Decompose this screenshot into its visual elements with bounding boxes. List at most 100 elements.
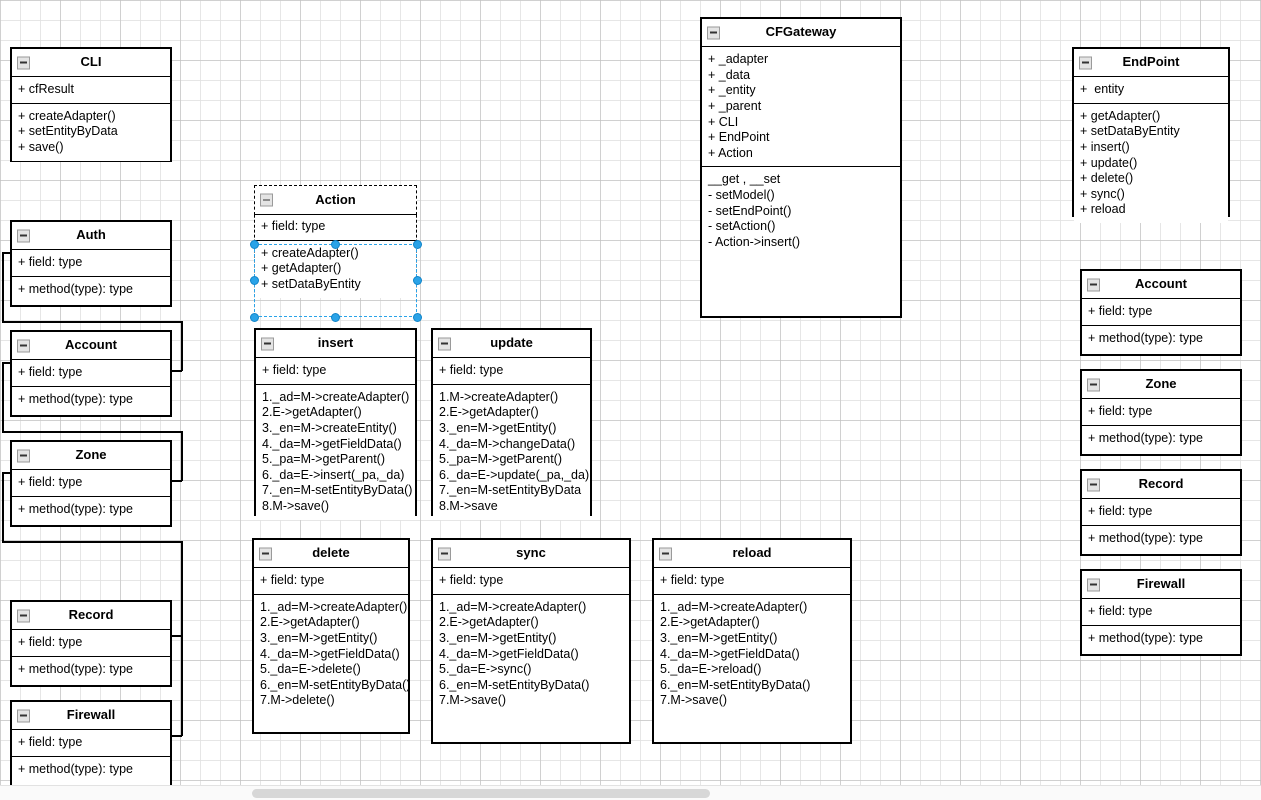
resize-handle-se[interactable] bbox=[412, 312, 422, 322]
methods-compartment[interactable]: + method(type): type bbox=[12, 656, 170, 683]
resize-handle-ne[interactable] bbox=[412, 239, 422, 249]
class-title-bar[interactable]: EndPoint bbox=[1074, 49, 1228, 77]
methods-compartment[interactable]: + createAdapter()+ setEntityByData+ save… bbox=[12, 103, 170, 161]
connector-segment[interactable] bbox=[2, 431, 182, 433]
connector-segment[interactable] bbox=[2, 541, 182, 543]
collapse-minus-icon[interactable] bbox=[17, 609, 30, 622]
resize-handle-nw[interactable] bbox=[249, 239, 259, 249]
methods-compartment[interactable]: 1.M->createAdapter()2.E->getAdapter()3._… bbox=[433, 384, 590, 520]
collapse-minus-icon[interactable] bbox=[1087, 578, 1100, 591]
connector-segment[interactable] bbox=[2, 362, 4, 432]
collapse-minus-icon[interactable] bbox=[17, 339, 30, 352]
attributes-compartment[interactable]: + field: type bbox=[255, 214, 416, 241]
methods-compartment[interactable]: + method(type): type bbox=[1082, 325, 1240, 352]
attributes-compartment[interactable]: + field: type bbox=[654, 568, 850, 595]
uml-class-account-right[interactable]: Account+ field: type+ method(type): type bbox=[1080, 269, 1242, 356]
uml-class-record-left[interactable]: Record+ field: type+ method(type): type bbox=[10, 600, 172, 687]
attributes-compartment[interactable]: + cfResult bbox=[12, 77, 170, 104]
horizontal-scrollbar-track[interactable] bbox=[0, 785, 1261, 800]
attributes-compartment[interactable]: + field: type bbox=[433, 358, 590, 385]
class-title-bar[interactable]: Account bbox=[12, 332, 170, 360]
connector-segment[interactable] bbox=[181, 321, 183, 371]
methods-compartment[interactable]: + createAdapter()+ getAdapter()+ setData… bbox=[255, 240, 416, 298]
attributes-compartment[interactable]: + field: type bbox=[433, 568, 629, 595]
uml-class-auth-left[interactable]: Auth+ field: type+ method(type): type bbox=[10, 220, 172, 307]
collapse-minus-icon[interactable] bbox=[17, 449, 30, 462]
uml-class-cfgateway[interactable]: CFGateway+ _adapter+ _data+ _entity+ _pa… bbox=[700, 17, 902, 318]
methods-compartment[interactable]: + method(type): type bbox=[12, 496, 170, 523]
methods-compartment[interactable]: 1._ad=M->createAdapter()2.E->getAdapter(… bbox=[256, 384, 415, 520]
uml-class-firewall-left[interactable]: Firewall+ field: type+ method(type): typ… bbox=[10, 700, 172, 787]
attributes-compartment[interactable]: + field: type bbox=[12, 630, 170, 657]
resize-handle-sw[interactable] bbox=[249, 312, 259, 322]
attributes-compartment[interactable]: + field: type bbox=[1082, 299, 1240, 326]
class-title-bar[interactable]: sync bbox=[433, 540, 629, 568]
methods-compartment[interactable]: + method(type): type bbox=[12, 386, 170, 413]
collapse-minus-icon[interactable] bbox=[261, 337, 274, 350]
uml-class-cli[interactable]: CLI+ cfResult+ createAdapter()+ setEntit… bbox=[10, 47, 172, 162]
class-title-bar[interactable]: Account bbox=[1082, 271, 1240, 299]
collapse-minus-icon[interactable] bbox=[438, 547, 451, 560]
methods-compartment[interactable]: + method(type): type bbox=[12, 276, 170, 303]
methods-compartment[interactable]: + getAdapter()+ setDataByEntity+ insert(… bbox=[1074, 103, 1228, 223]
class-title-bar[interactable]: CFGateway bbox=[702, 19, 900, 47]
class-title-bar[interactable]: Record bbox=[1082, 471, 1240, 499]
attributes-compartment[interactable]: + entity bbox=[1074, 77, 1228, 104]
class-title-bar[interactable]: Firewall bbox=[1082, 571, 1240, 599]
attributes-compartment[interactable]: + _adapter+ _data+ _entity+ _parent+ CLI… bbox=[702, 47, 900, 168]
class-title-bar[interactable]: update bbox=[433, 330, 590, 358]
methods-compartment[interactable]: + method(type): type bbox=[12, 756, 170, 783]
attributes-compartment[interactable]: + field: type bbox=[12, 470, 170, 497]
connector-segment[interactable] bbox=[2, 321, 182, 323]
methods-compartment[interactable]: + method(type): type bbox=[1082, 525, 1240, 552]
class-title-bar[interactable]: Action bbox=[254, 185, 417, 215]
collapse-minus-icon[interactable] bbox=[438, 337, 451, 350]
attributes-compartment[interactable]: + field: type bbox=[256, 358, 415, 385]
horizontal-scrollbar-thumb[interactable] bbox=[252, 789, 710, 798]
class-title-bar[interactable]: delete bbox=[254, 540, 408, 568]
attributes-compartment[interactable]: + field: type bbox=[1082, 499, 1240, 526]
collapse-minus-icon[interactable] bbox=[1087, 478, 1100, 491]
methods-compartment[interactable]: 1._ad=M->createAdapter()2.E->getAdapter(… bbox=[433, 594, 629, 714]
class-title-bar[interactable]: insert bbox=[256, 330, 415, 358]
methods-compartment[interactable]: __get , __set- setModel()- setEndPoint()… bbox=[702, 167, 900, 256]
attributes-compartment[interactable]: + field: type bbox=[12, 250, 170, 277]
uml-class-record-right[interactable]: Record+ field: type+ method(type): type bbox=[1080, 469, 1242, 556]
uml-class-action[interactable]: Action+ field: type+ createAdapter()+ ge… bbox=[254, 185, 417, 317]
resize-handle-n[interactable] bbox=[331, 239, 340, 249]
collapse-minus-icon[interactable] bbox=[17, 709, 30, 722]
uml-class-firewall-right[interactable]: Firewall+ field: type+ method(type): typ… bbox=[1080, 569, 1242, 656]
uml-class-zone-left[interactable]: Zone+ field: type+ method(type): type bbox=[10, 440, 172, 527]
collapse-minus-icon[interactable] bbox=[1087, 378, 1100, 391]
attributes-compartment[interactable]: + field: type bbox=[1082, 399, 1240, 426]
class-title-bar[interactable]: Zone bbox=[1082, 371, 1240, 399]
class-title-bar[interactable]: Auth bbox=[12, 222, 170, 250]
connector-segment[interactable] bbox=[2, 472, 4, 542]
collapse-minus-icon[interactable] bbox=[260, 193, 273, 207]
collapse-minus-icon[interactable] bbox=[259, 547, 272, 560]
attributes-compartment[interactable]: + field: type bbox=[12, 360, 170, 387]
collapse-minus-icon[interactable] bbox=[1079, 56, 1092, 69]
attributes-compartment[interactable]: + field: type bbox=[12, 730, 170, 757]
collapse-minus-icon[interactable] bbox=[1087, 278, 1100, 291]
attributes-compartment[interactable]: + field: type bbox=[1082, 599, 1240, 626]
methods-compartment[interactable]: 1._ad=M->createAdapter()2.E->getAdapter(… bbox=[654, 594, 850, 714]
uml-class-account-left[interactable]: Account+ field: type+ method(type): type bbox=[10, 330, 172, 417]
class-title-bar[interactable]: Zone bbox=[12, 442, 170, 470]
methods-compartment[interactable]: + method(type): type bbox=[1082, 425, 1240, 452]
collapse-minus-icon[interactable] bbox=[707, 26, 720, 39]
class-title-bar[interactable]: reload bbox=[654, 540, 850, 568]
uml-class-zone-right[interactable]: Zone+ field: type+ method(type): type bbox=[1080, 369, 1242, 456]
collapse-minus-icon[interactable] bbox=[17, 56, 30, 69]
collapse-minus-icon[interactable] bbox=[659, 547, 672, 560]
resize-handle-e[interactable] bbox=[412, 276, 422, 285]
class-title-bar[interactable]: Record bbox=[12, 602, 170, 630]
connector-segment[interactable] bbox=[181, 431, 183, 481]
collapse-minus-icon[interactable] bbox=[17, 229, 30, 242]
methods-compartment[interactable]: 1._ad=M->createAdapter()2.E->getAdapter(… bbox=[254, 594, 410, 714]
class-title-bar[interactable]: Firewall bbox=[12, 702, 170, 730]
